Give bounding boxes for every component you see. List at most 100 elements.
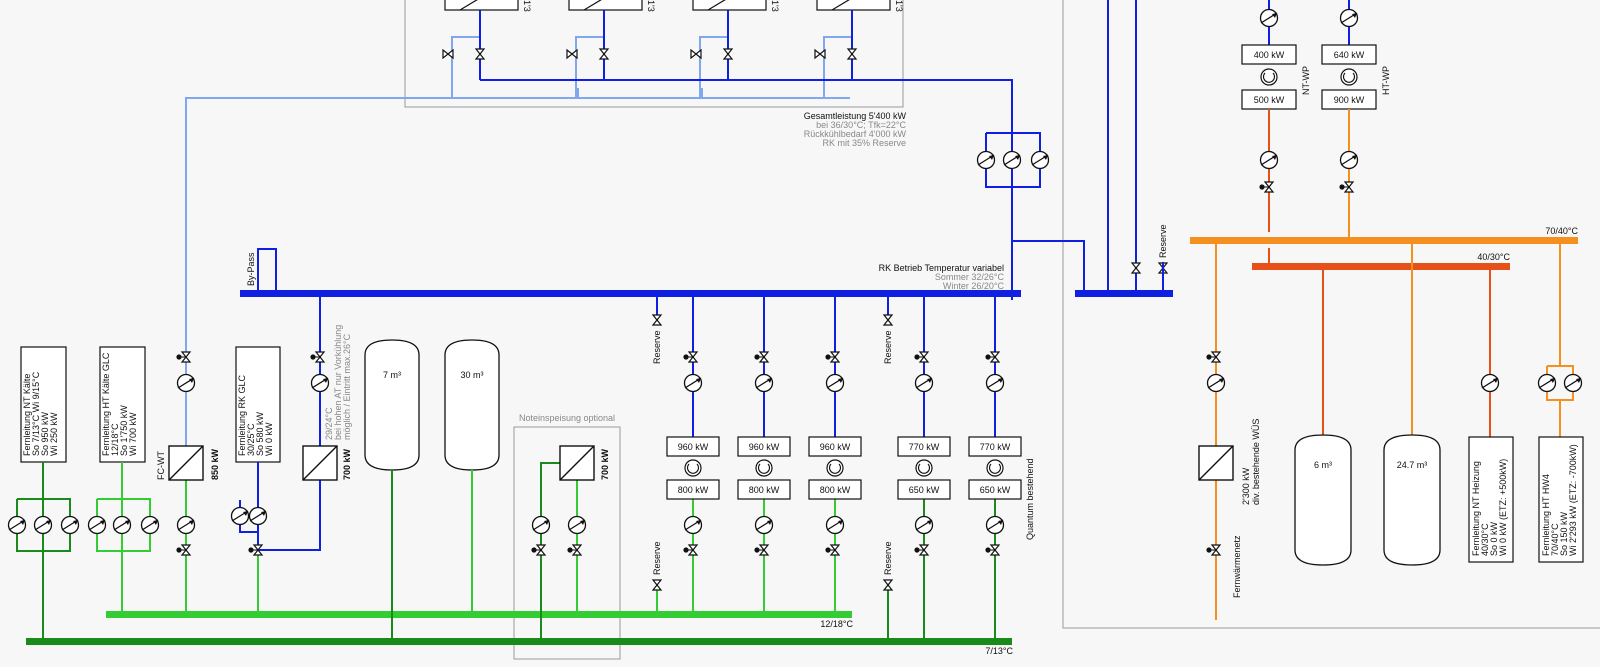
fernwaerme-power: 2'300 kW (1241, 467, 1251, 505)
svg-text:30/25°C: 30/25°C (246, 423, 256, 456)
feed-rk-glc-text: Fernleitung RK GLC 30/25°C So 580 kW Wi … (237, 374, 274, 456)
bus-70-40-label: 70/40°C (1545, 226, 1578, 236)
bus-40-30 (1252, 263, 1510, 270)
feed-nt-kaelte-box (20, 346, 67, 463)
feed-ht-hw4-text: Fernleitung HT HW4 70/40°C So 150 kW Wi … (1541, 444, 1578, 556)
svg-text:500 kW: 500 kW (1254, 95, 1285, 105)
bus-70-40 (1190, 237, 1578, 244)
svg-text:bei hohen AT nur Vorkühlung: bei hohen AT nur Vorkühlung (333, 325, 343, 440)
rk-bus-right (1075, 290, 1173, 297)
rk-bus-title: RK Betrieb Temperatur variabel (879, 263, 1004, 273)
feed-ht-kaelte-text: Fernleitung HT Kälte GLC 12/18°C So 1'75… (101, 352, 138, 456)
svg-text:29/24°C: 29/24°C (324, 407, 334, 440)
svg-text:So 0 kW: So 0 kW (1489, 521, 1499, 556)
chiller-unit: 770 kW 650 kW (968, 297, 1022, 641)
feed-nt-heizung-text: Fernleitung NT Heizung 40/30°C So 0 kW W… (1471, 459, 1508, 556)
tower-cut-label: 1'3 (522, 0, 532, 12)
tank-6: 6 m³ (1294, 434, 1352, 566)
feed-ht-hw4-box (1538, 436, 1584, 563)
fcwt-label: FC-WT (156, 451, 166, 480)
bus-12-18 (106, 611, 852, 618)
svg-text:24.7 m³: 24.7 m³ (1397, 460, 1428, 470)
svg-text:800 kW: 800 kW (820, 485, 851, 495)
tower-note: Rückkühlbedarf 4'000 kW (804, 129, 907, 139)
svg-text:960 kW: 960 kW (820, 442, 851, 452)
feed-rk-glc-box (235, 346, 281, 463)
heat-pump-frame (1062, 0, 1600, 629)
svg-text:So 1'750 kW: So 1'750 kW (119, 405, 129, 456)
svg-text:650 kW: 650 kW (909, 485, 940, 495)
tower-cut-label: 1'3 (646, 0, 656, 12)
nt-heatpump: 400 kW 500 kW NT-WP (1241, 0, 1311, 110)
reserve-label: Reserve (1158, 224, 1168, 258)
svg-text:7 m³: 7 m³ (383, 370, 401, 380)
svg-text:Wi 2'293 kW (ETZ: -700kW): Wi 2'293 kW (ETZ: -700kW) (1568, 444, 1578, 556)
tank-24: 24.7 m³ (1383, 434, 1441, 566)
svg-text:Wi 250 kW: Wi 250 kW (49, 412, 59, 456)
chiller-unit: 960 kW 800 kW (808, 297, 862, 614)
tower-note: bei 36/30°C; Tfk=22°C (816, 120, 906, 130)
bus-7-13-label: 7/13°C (985, 646, 1013, 656)
svg-text:NT-WP: NT-WP (1301, 66, 1311, 95)
fernwaerme-label: Fernwärmenetz (1232, 535, 1242, 598)
notein-title: Noteinspeisung optional (519, 413, 615, 423)
svg-text:HT-WP: HT-WP (1381, 66, 1391, 95)
svg-text:So 950 kW: So 950 kW (40, 411, 50, 456)
ht-heatpump: 640 kW 900 kW HT-WP (1321, 0, 1391, 110)
svg-text:6 m³: 6 m³ (1314, 460, 1332, 470)
feed-nt-kaelte-text: Fernleitung NT Kälte So 7/13°C Wi 9/15°C… (22, 371, 59, 456)
svg-text:770 kW: 770 kW (980, 442, 1011, 452)
svg-text:Fernleitung HT Kälte GLC: Fernleitung HT Kälte GLC (101, 352, 111, 456)
svg-text:960 kW: 960 kW (749, 442, 780, 452)
tower-total: Gesamtleistung 5'400 kW (804, 111, 907, 121)
svg-text:Fernleitung NT Kälte: Fernleitung NT Kälte (22, 374, 32, 456)
hx700-power: 700 kW (342, 448, 352, 480)
tower-valves (442, 48, 1050, 170)
chiller-unit: 960 kW 800 kW (666, 297, 720, 614)
svg-text:Fernleitung RK GLC: Fernleitung RK GLC (237, 374, 247, 456)
svg-text:So 7/13°C Wi 9/15°C: So 7/13°C Wi 9/15°C (31, 371, 41, 456)
reserve-label: Reserve (883, 330, 893, 364)
bus-12-18-label: 12/18°C (820, 619, 853, 629)
svg-text:So 150 kW: So 150 kW (1559, 511, 1569, 556)
reserve-label: Reserve (652, 541, 662, 575)
cooling-tower-frame (404, 0, 904, 108)
chiller-unit: 960 kW 800 kW (737, 297, 791, 614)
svg-text:Wi 0 kW (ETZ: +500kW): Wi 0 kW (ETZ: +500kW) (1498, 459, 1508, 556)
feed-nt-heizung-box (1468, 436, 1514, 563)
fernwaerme-desc: div. bestehende WÜS (1251, 419, 1261, 505)
tower-cut-label: 1'3 (770, 0, 780, 12)
cooling-tower-units: 1'3 1'3 1'3 1'3 (444, 0, 904, 12)
svg-text:800 kW: 800 kW (749, 485, 780, 495)
svg-text:30 m³: 30 m³ (460, 370, 483, 380)
svg-text:So 580 kW: So 580 kW (255, 411, 265, 456)
bypass-label: By-Pass (246, 252, 256, 286)
svg-text:Fernleitung NT Heizung: Fernleitung NT Heizung (1471, 461, 1481, 556)
svg-text:Wi 0 kW: Wi 0 kW (264, 422, 274, 456)
svg-text:12/18°C: 12/18°C (110, 423, 120, 456)
svg-text:800 kW: 800 kW (678, 485, 709, 495)
svg-text:640 kW: 640 kW (1334, 50, 1365, 60)
svg-text:960 kW: 960 kW (678, 442, 709, 452)
notein-frame (513, 426, 621, 660)
quantum-label: Quantum bestehend (1025, 458, 1035, 540)
tower-cut-label: 1'3 (894, 0, 904, 12)
svg-text:70/40°C: 70/40°C (1550, 523, 1560, 556)
svg-text:Wi 700 kW: Wi 700 kW (128, 412, 138, 456)
tank-30: 30 m³ (444, 339, 500, 471)
svg-text:400 kW: 400 kW (1254, 50, 1285, 60)
reserve-label: Reserve (652, 330, 662, 364)
rk-bus (240, 290, 1021, 297)
svg-text:650 kW: 650 kW (980, 485, 1011, 495)
tower-piping (185, 0, 1137, 357)
chiller-group: 960 kW 800 kW 960 kW 800 kW 960 kW 800 kW 770 … (666, 297, 1022, 641)
tank-7: 7 m³ (364, 339, 420, 471)
notein-power: 700 kW (600, 448, 610, 480)
rk-bus-summer: Sommer 32/26°C (935, 272, 1005, 282)
tower-note: RK mit 35% Reserve (822, 138, 906, 148)
svg-text:40/30°C: 40/30°C (1480, 523, 1490, 556)
bus-40-30-label: 40/30°C (1477, 252, 1510, 262)
svg-text:Fernleitung HT HW4: Fernleitung HT HW4 (1541, 474, 1551, 556)
